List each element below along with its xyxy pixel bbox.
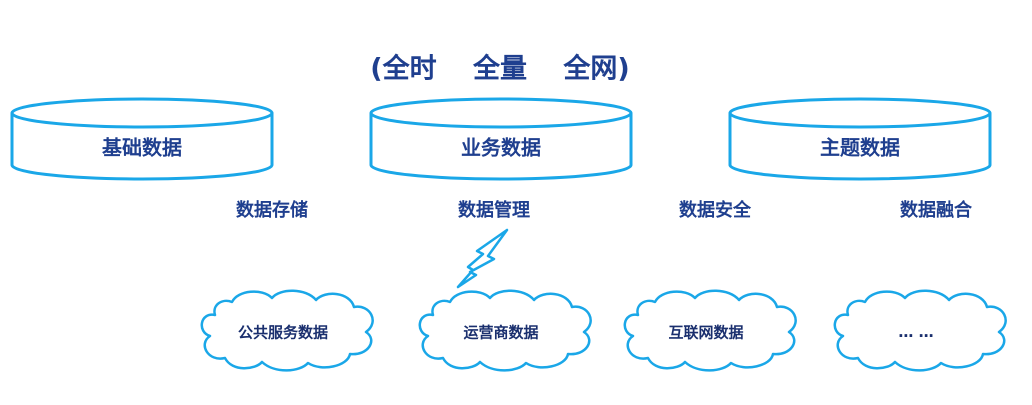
cloud-operator (418, 289, 592, 372)
database-label-topic: 主题数据 (820, 135, 900, 160)
source-label-internet: 互联网数据 (668, 323, 744, 342)
cloud-internet (623, 289, 797, 372)
database-cylinder-topic (728, 97, 992, 181)
database-cylinder-basic (10, 97, 274, 181)
function-label-management: 数据管理 (458, 200, 530, 221)
database-label-basic: 基础数据 (102, 135, 182, 160)
source-label-more: … … (898, 323, 934, 341)
lightning-bolt-icon (456, 228, 509, 289)
function-label-storage: 数据存储 (236, 200, 308, 221)
database-cylinder-business (369, 97, 633, 181)
diagram-title: (全时 全量 全网) (370, 53, 630, 85)
source-label-operator: 运营商数据 (463, 323, 539, 342)
cloud-more (833, 289, 1007, 372)
source-label-public-service: 公共服务数据 (237, 323, 329, 342)
cloud-public-service (200, 289, 374, 372)
function-label-fusion: 数据融合 (900, 200, 972, 221)
database-label-business: 业务数据 (461, 135, 541, 160)
function-label-security: 数据安全 (679, 200, 751, 221)
